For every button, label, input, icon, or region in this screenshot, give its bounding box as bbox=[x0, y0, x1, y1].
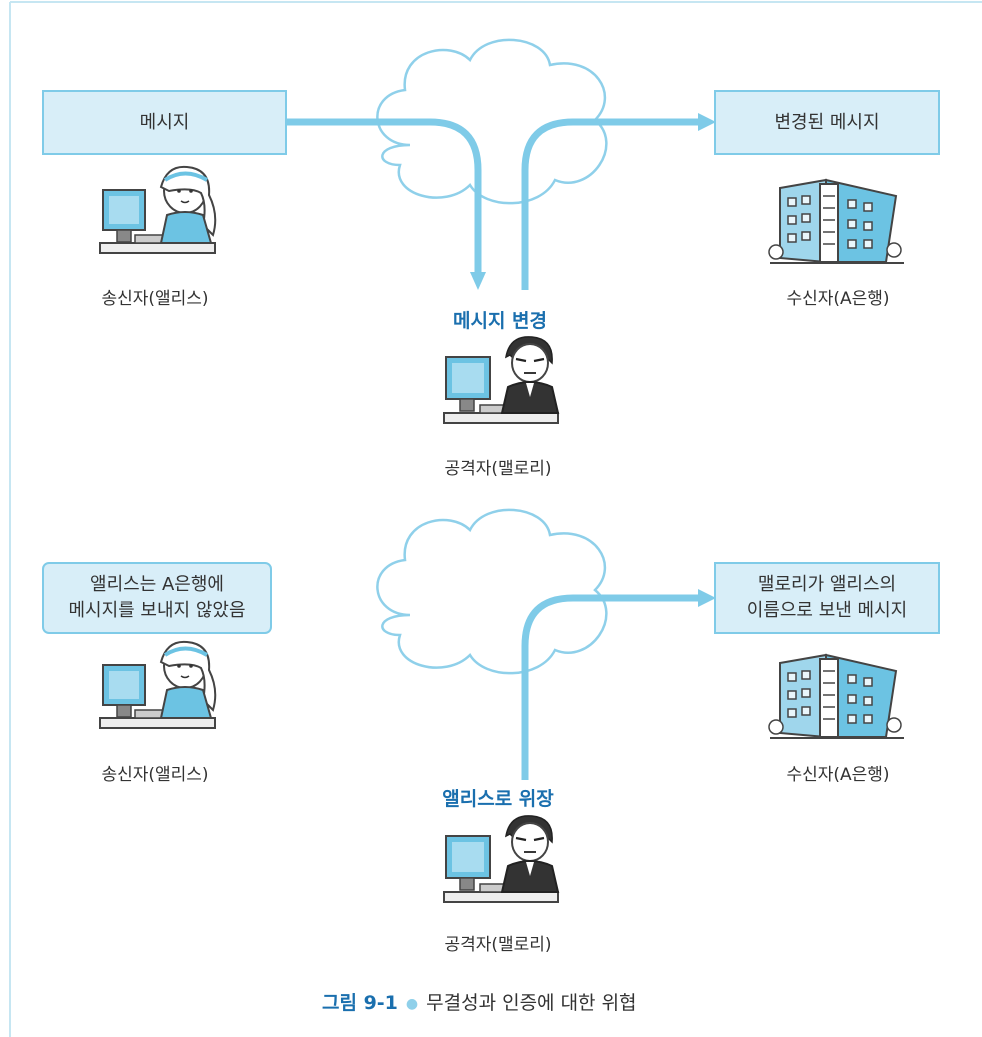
bank-building-icon bbox=[768, 178, 904, 264]
changed-message-box: 변경된 메시지 bbox=[714, 90, 940, 155]
alice-note-line-2: 메시지를 보내지 않았음 bbox=[68, 600, 246, 621]
receiver-label-top: 수신자(A은행) bbox=[786, 289, 890, 309]
attacker-at-computer-icon bbox=[443, 336, 560, 424]
message-box-label: 메시지 bbox=[139, 111, 190, 133]
attacker-at-computer-icon bbox=[443, 815, 560, 903]
alice-note-line-1: 앨리스는 A은행에 bbox=[90, 574, 224, 595]
attack-label-bottom: 앨리스로 위장 bbox=[442, 788, 554, 810]
cloud-icon bbox=[376, 508, 608, 675]
figure-caption: 그림 9-1 ● 무결성과 인증에 대한 위협 bbox=[322, 988, 637, 1015]
attack-label-top: 메시지 변경 bbox=[452, 310, 548, 332]
attacker-label-bottom: 공격자(맬로리) bbox=[444, 935, 552, 955]
sender-label-top: 송신자(앨리스) bbox=[101, 289, 209, 309]
sender-label-bottom: 송신자(앨리스) bbox=[101, 765, 209, 785]
bank-building-icon bbox=[768, 653, 904, 739]
bottom-flow-arrow bbox=[521, 589, 716, 780]
figure-caption-text: 무결성과 인증에 대한 위협 bbox=[426, 992, 637, 1014]
cloud-icon bbox=[376, 38, 608, 205]
bullet-dot-icon: ● bbox=[405, 995, 419, 1012]
receiver-label-bottom: 수신자(A은행) bbox=[786, 765, 890, 785]
alice-note-box: 앨리스는 A은행에 메시지를 보내지 않았음 bbox=[42, 562, 272, 634]
forged-message-box: 맬로리가 앨리스의 이름으로 보낸 메시지 bbox=[714, 562, 940, 634]
message-box: 메시지 bbox=[42, 90, 287, 155]
forged-message-line-2: 이름으로 보낸 메시지 bbox=[746, 600, 908, 621]
top-flow-arrows bbox=[285, 113, 716, 290]
woman-at-computer-icon bbox=[99, 640, 217, 729]
changed-message-box-label: 변경된 메시지 bbox=[774, 111, 880, 133]
figure-number: 그림 9-1 bbox=[322, 992, 398, 1014]
woman-at-computer-icon bbox=[99, 165, 217, 254]
forged-message-line-1: 맬로리가 앨리스의 bbox=[757, 574, 897, 595]
attacker-label-top: 공격자(맬로리) bbox=[444, 459, 552, 479]
